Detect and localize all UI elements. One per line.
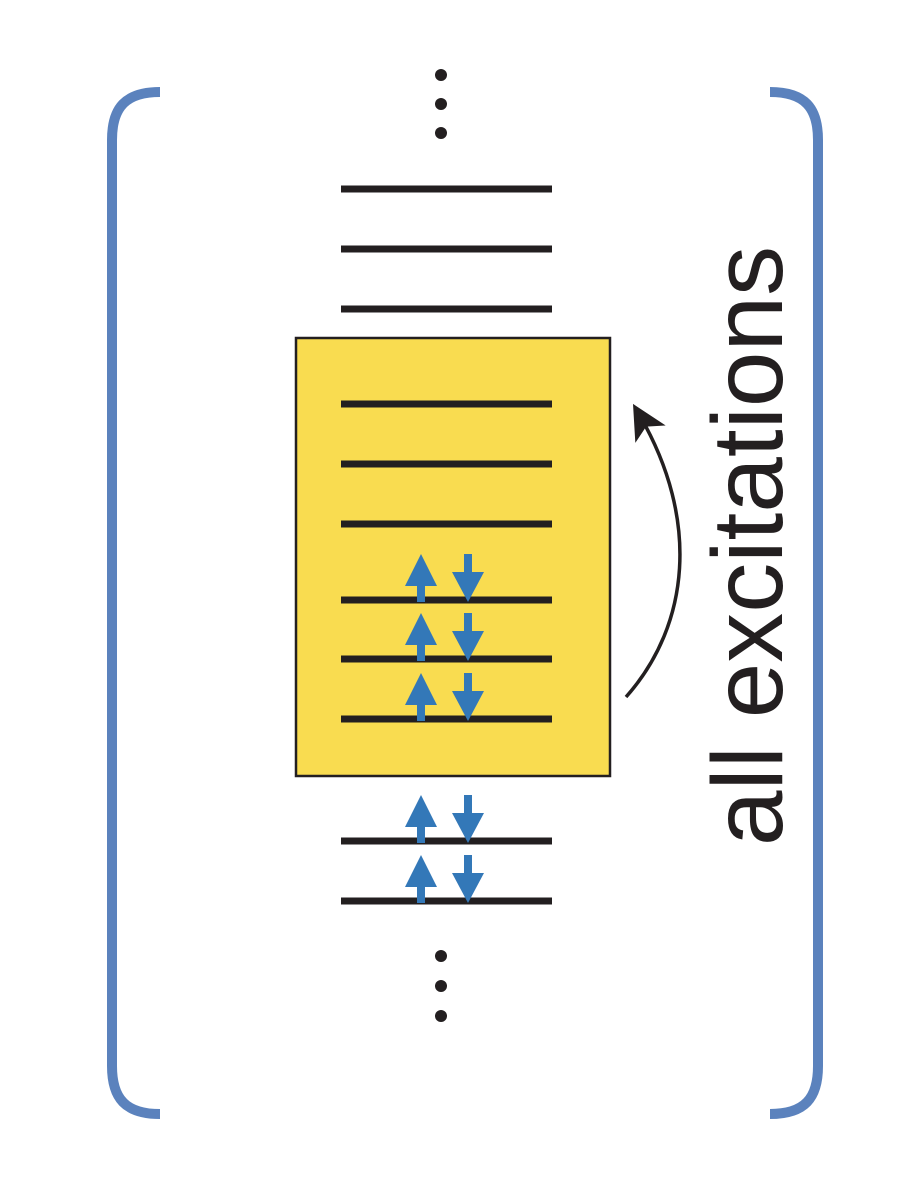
- left-bracket: [107, 87, 161, 1119]
- spin-down-arrow-icon: [452, 855, 484, 903]
- spin-pair: [405, 795, 484, 843]
- spin-down-arrow-icon: [452, 795, 484, 843]
- spin-down-arrow-icon: [452, 554, 484, 602]
- spin-pair: [405, 855, 484, 903]
- bottom-ellipsis-icon: [435, 950, 447, 1022]
- spin-pair: [405, 673, 484, 721]
- spin-down-arrow-icon: [452, 613, 484, 661]
- active-space-box: [294, 336, 612, 778]
- spin-up-arrow-icon: [405, 673, 437, 721]
- top-ellipsis-icon: [435, 69, 447, 139]
- spin-pair: [405, 554, 484, 602]
- right-bracket: [769, 87, 823, 1119]
- spin-down-arrow-icon: [452, 673, 484, 721]
- spin-up-arrow-icon: [405, 855, 437, 903]
- spin-up-arrow-icon: [405, 554, 437, 602]
- excitations-label: all excitations: [692, 246, 804, 846]
- spin-up-arrow-icon: [405, 613, 437, 661]
- curved-arrow-icon: [624, 403, 682, 699]
- spin-pair: [405, 613, 484, 661]
- spin-up-arrow-icon: [405, 795, 437, 843]
- energy-levels: [341, 185, 552, 905]
